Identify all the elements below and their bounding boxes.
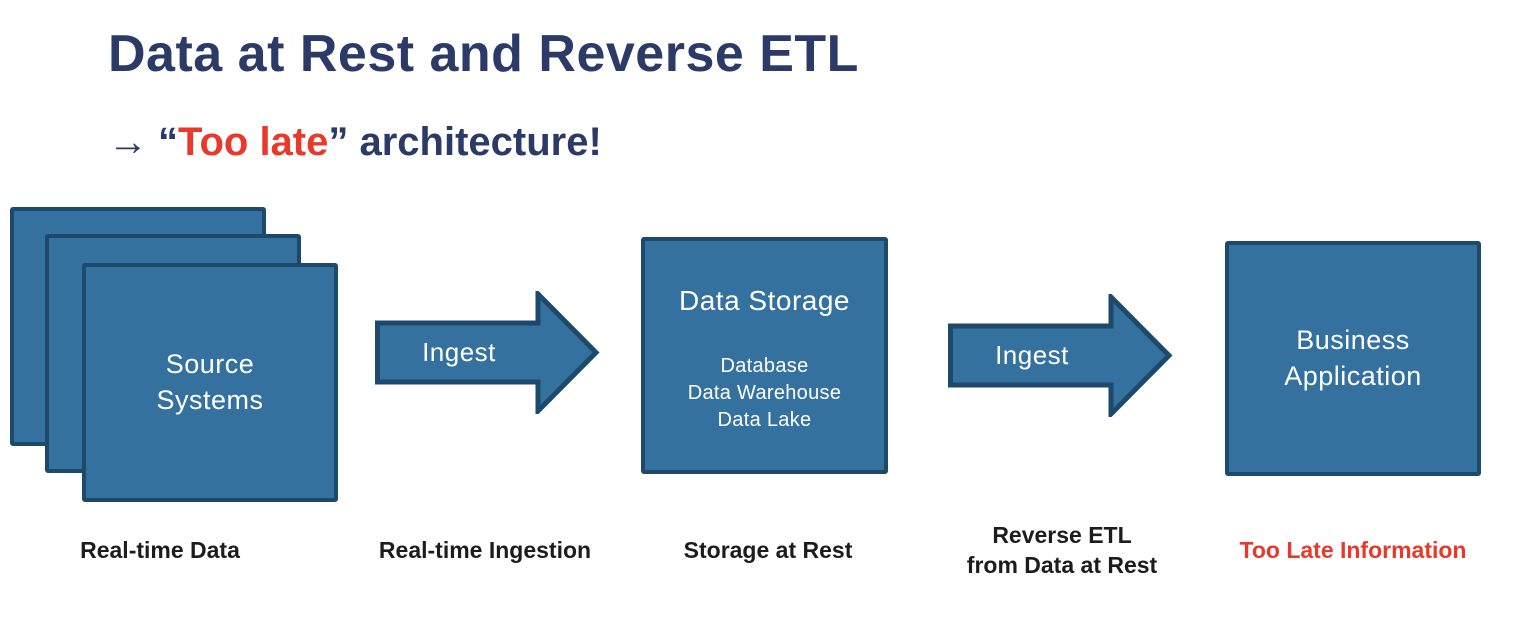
block-arrow-icon [375,291,600,414]
close-quote: ” [328,120,349,164]
caption-storage-at-rest: Storage at Rest [683,537,853,563]
business-application-label: Business Application [1284,325,1422,391]
ingest-arrow-1-label: Ingest [422,337,496,367]
caption-real-time-data: Real-time Data [80,537,240,563]
slide-title: Data at Rest and Reverse ETL [108,25,859,83]
data-storage-items: Database Data Warehouse Data Lake [688,353,842,434]
storage-item-database: Database [720,355,809,377]
caption-real-time-ingestion: Real-time Ingestion [378,537,592,563]
source-systems-box: Source Systems [82,263,338,502]
subtitle-highlight: Too late [178,120,329,164]
ingest-arrow-2-label: Ingest [995,340,1069,370]
right-arrow-icon: → [108,120,148,164]
block-arrow-icon [948,294,1173,417]
data-storage-title: Data Storage [679,285,850,316]
slide-subtitle: →“Too late” architecture! [108,120,602,165]
storage-item-warehouse: Data Warehouse [687,382,842,404]
source-systems-label: Source Systems [156,349,264,415]
ingest-arrow-2: Ingest [948,294,1173,417]
data-storage-content: Data Storage Database Data Warehouse Dat… [645,241,884,470]
subtitle-rest: architecture! [348,120,602,164]
caption-too-late-information: Too Late Information [1239,537,1467,563]
open-quote: “ [158,120,178,164]
ingest-arrow-1: Ingest [375,291,600,414]
caption-reverse-etl: Reverse ETL from Data at Rest [966,522,1158,578]
storage-item-lake: Data Lake [717,409,812,431]
business-application-box: Business Application [1225,241,1481,476]
data-storage-box: Data Storage Database Data Warehouse Dat… [641,237,888,474]
